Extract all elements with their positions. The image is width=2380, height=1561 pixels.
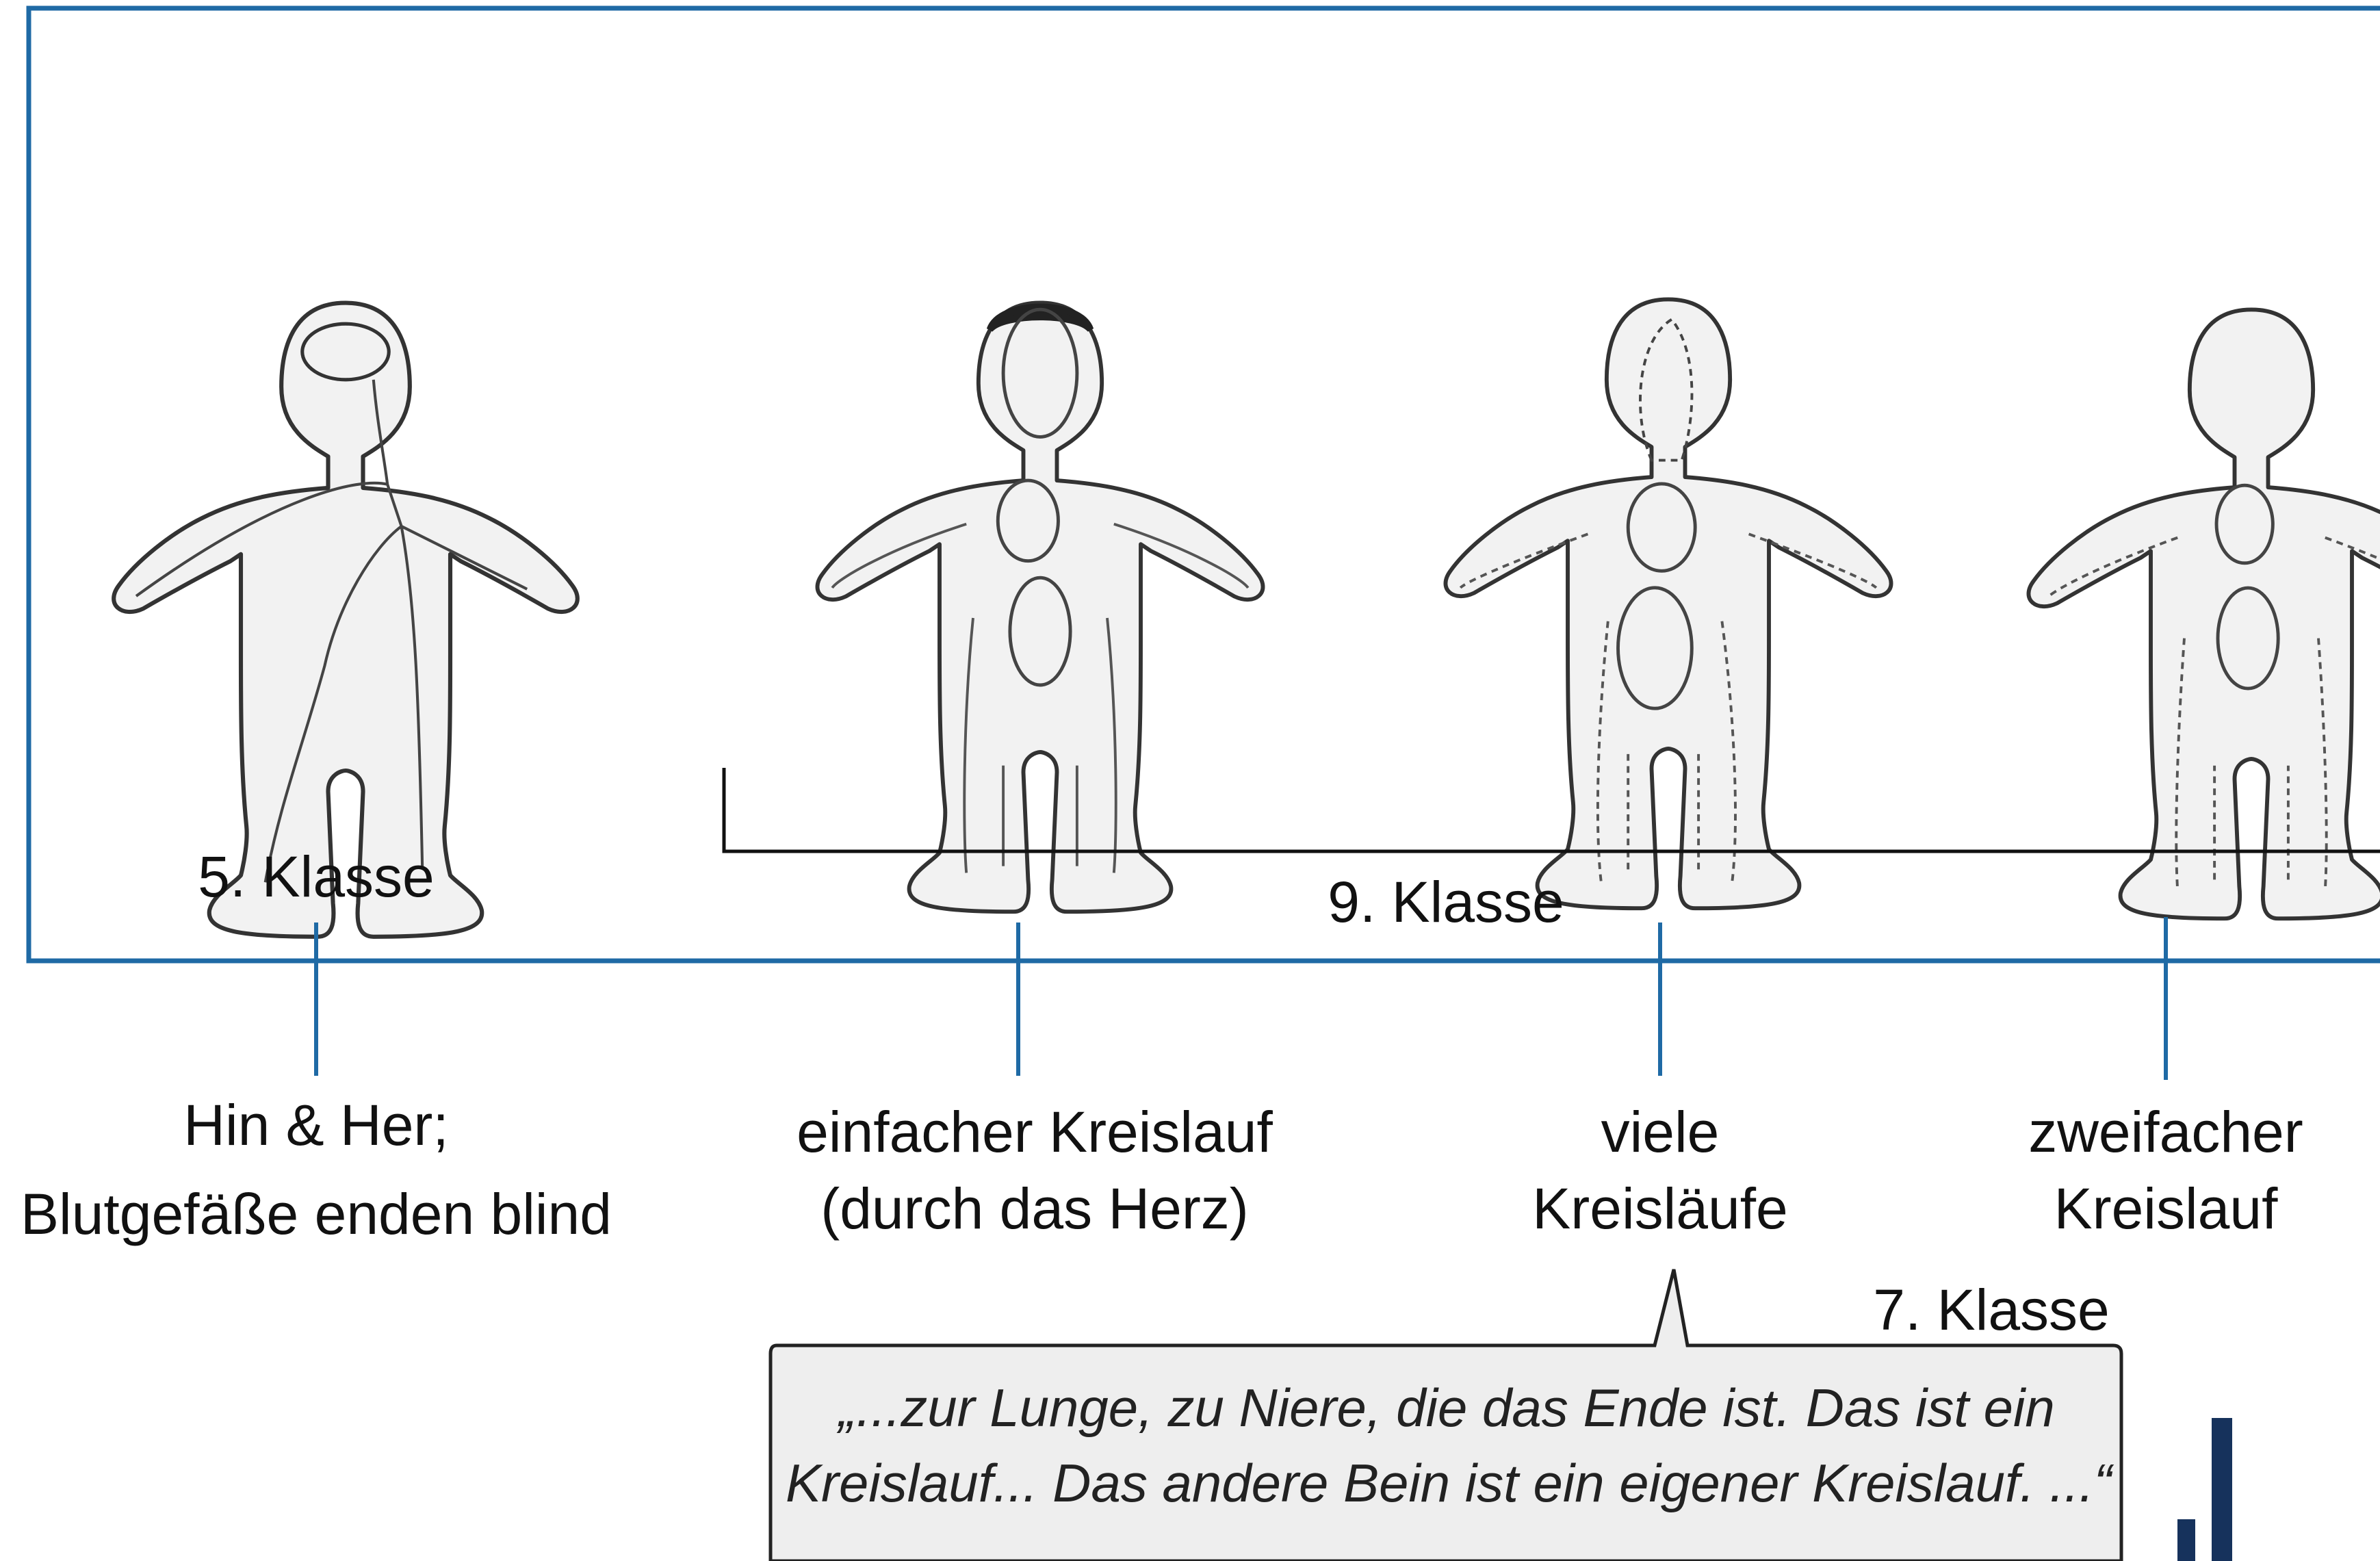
grade9-label: 9. Klasse <box>1328 864 1564 940</box>
concept-2-line2: (durch das Herz) <box>820 1170 1249 1247</box>
concept-4-line1: zweifacher <box>2028 1094 2303 1170</box>
concept-3-line1: viele <box>1601 1094 1720 1170</box>
concept-1-line1: Hin & Her; <box>183 1087 448 1163</box>
figure-many-circulations-icon <box>1445 299 1891 908</box>
grade7-label: 7. Klasse <box>1873 1272 2110 1348</box>
concept-1-line2: Blutgefäße enden blind <box>21 1176 612 1252</box>
quote-line-2: Kreislauf... Das andere Bein ist ein eig… <box>786 1445 2108 1521</box>
concept-2-line1: einfacher Kreislauf <box>797 1094 1273 1170</box>
concept-4-line2: Kreislauf <box>2054 1170 2278 1247</box>
concept-3-line2: Kreisläufe <box>1532 1170 1788 1247</box>
student-quote: „...zur Lunge, zu Niere, die das Ende is… <box>772 1347 2121 1561</box>
quote-line-1: „...zur Lunge, zu Niere, die das Ende is… <box>786 1370 2108 1445</box>
grade5-label: 5. Klasse <box>198 838 435 915</box>
figure-single-circulation-icon <box>817 302 1263 912</box>
figure-double-circulation-icon <box>2028 309 2380 918</box>
bar-chart-logo-icon <box>2177 1418 2232 1561</box>
